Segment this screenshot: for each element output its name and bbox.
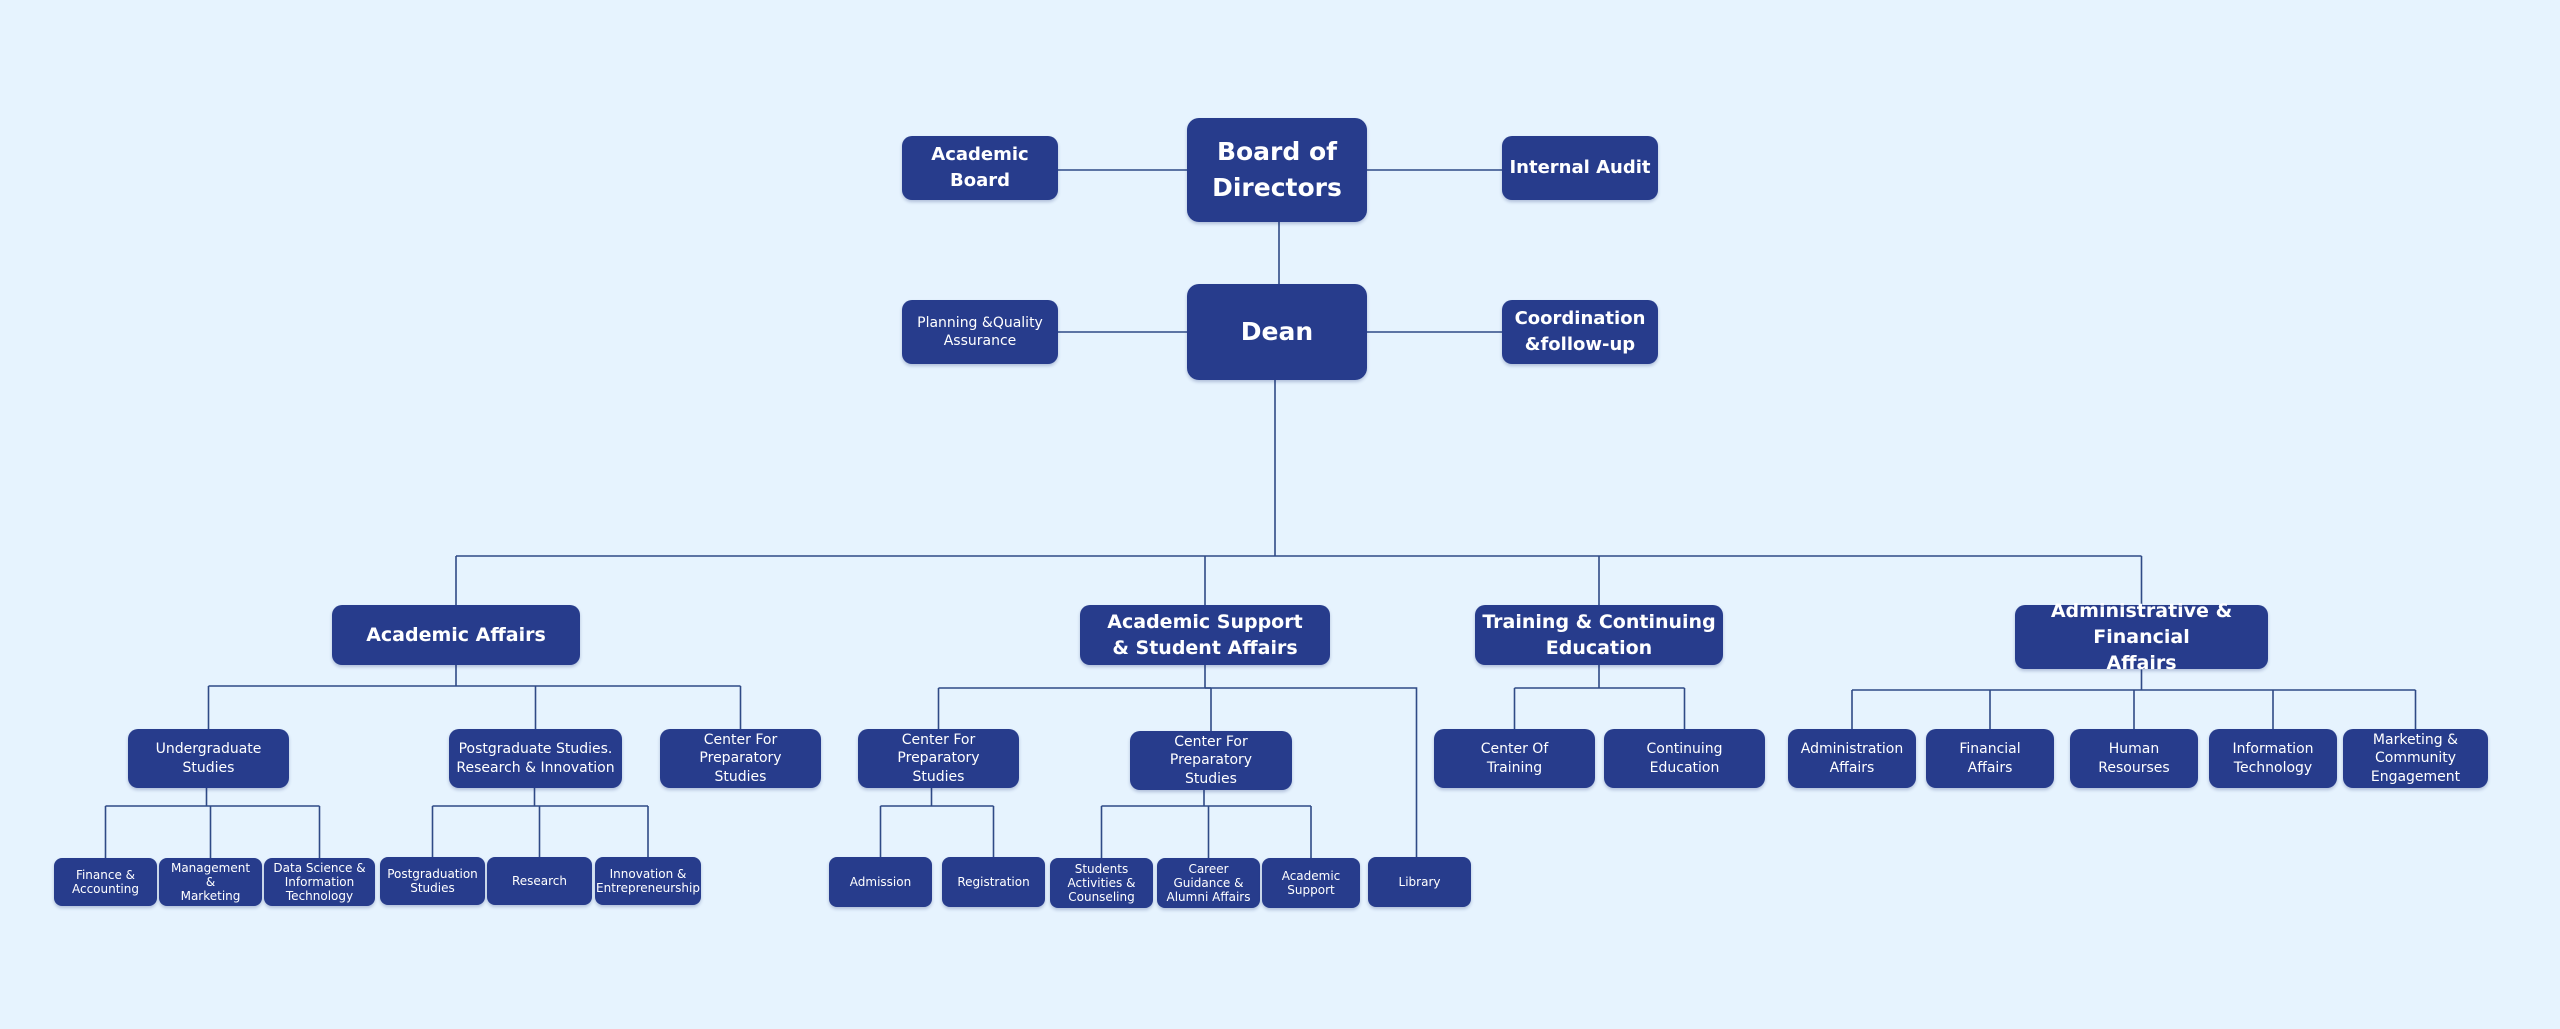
org-node-career-guidance: Career Guidance & Alumni Affairs (1157, 858, 1260, 908)
org-node-academic-affairs: Academic Affairs (332, 605, 580, 665)
org-node-student-activities: Students Activities & Counseling (1050, 858, 1153, 908)
org-node-postgraduate: Postgraduate Studies. Research & Innovat… (449, 729, 622, 788)
org-node-innovation: Innovation & Entrepreneurship (595, 857, 701, 905)
org-node-board: Board of Directors (1187, 118, 1367, 222)
org-node-academic-support-unit: Academic Support (1262, 858, 1360, 908)
org-node-prep-studies-1: Center For Preparatory Studies (660, 729, 821, 788)
org-node-center-training: Center Of Training (1434, 729, 1595, 788)
org-node-admin-financial: Administrative & Financial Affairs (2015, 600, 2268, 674)
org-node-admission: Admission (829, 857, 932, 907)
org-node-internal-audit: Internal Audit (1502, 136, 1658, 200)
connector-academic-support-library (1205, 687, 1418, 857)
org-node-planning-quality: Planning &Quality Assurance (902, 300, 1058, 364)
org-node-marketing-community: Marketing & Community Engagement (2343, 729, 2488, 788)
org-node-registration: Registration (942, 857, 1045, 907)
org-node-management-marketing: Management & Marketing (159, 858, 262, 906)
org-node-undergraduate: Undergraduate Studies (128, 729, 289, 788)
org-node-prep-studies-3: Center For Preparatory Studies (1130, 731, 1292, 790)
org-node-human-resources: Human Resourses (2070, 729, 2198, 788)
org-node-finance-accounting: Finance & Accounting (54, 858, 157, 906)
org-node-prep-studies-2: Center For Preparatory Studies (858, 729, 1019, 788)
org-node-continuing-education: Continuing Education (1604, 729, 1765, 788)
org-node-information-technology: Information Technology (2209, 729, 2337, 788)
org-node-postgraduation-studies: Postgraduation Studies (380, 857, 485, 905)
org-node-financial-affairs: Financial Affairs (1926, 729, 2054, 788)
org-node-training-continuing: Training & Continuing Education (1475, 605, 1723, 665)
org-node-administration-affairs: Administration Affairs (1788, 729, 1916, 788)
org-node-library: Library (1368, 857, 1471, 907)
org-node-academic-support: Academic Support & Student Affairs (1080, 605, 1330, 665)
org-node-research: Research (487, 857, 592, 905)
org-node-data-science: Data Science & Information Technology (264, 858, 375, 906)
org-node-academic-board: Academic Board (902, 136, 1058, 200)
org-node-coordination: Coordination &follow-up (1502, 300, 1658, 364)
org-node-dean: Dean (1187, 284, 1367, 380)
